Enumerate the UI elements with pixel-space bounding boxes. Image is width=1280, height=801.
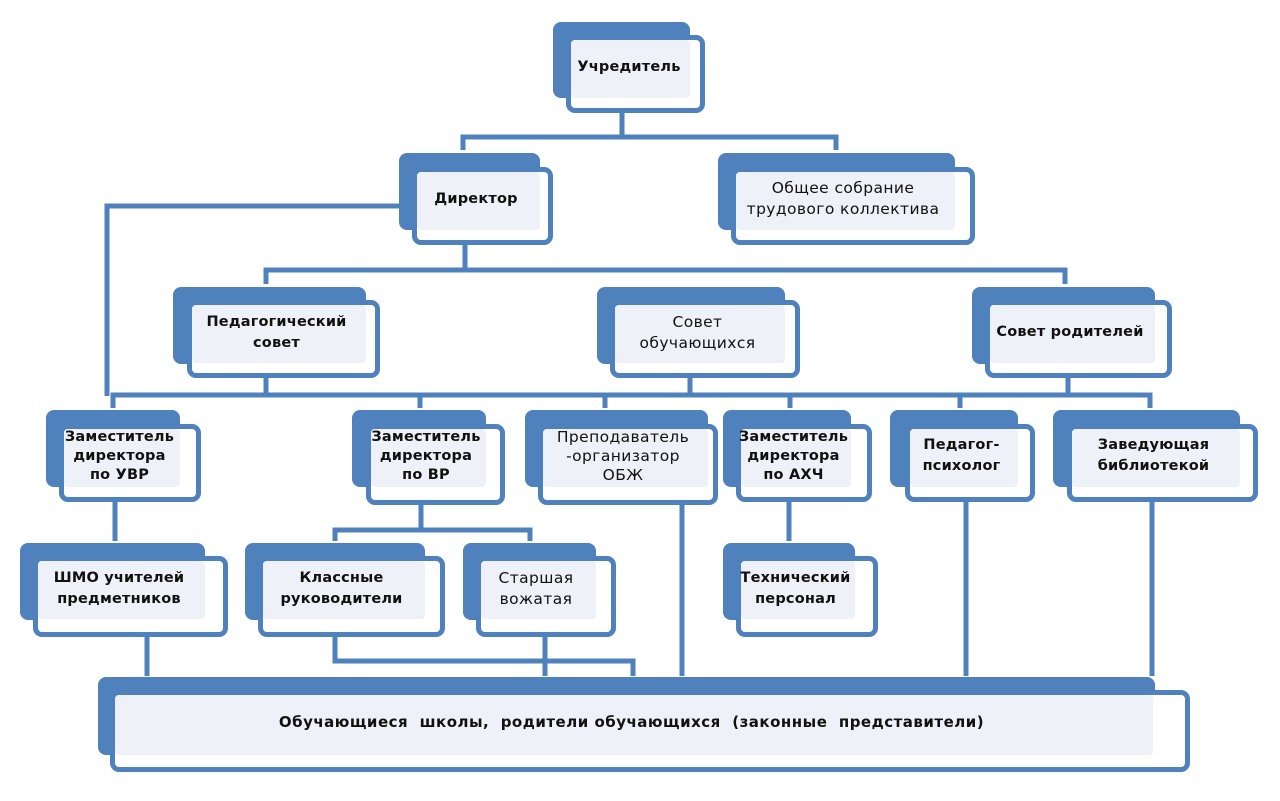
- node-director-label: Директор: [434, 190, 518, 207]
- node-librarian-line-1: Заведующая: [1097, 437, 1210, 453]
- connector-vr-to-level5: [332, 505, 533, 541]
- node-general-meeting-line-2: трудового коллектива: [746, 200, 940, 218]
- node-technical-staff-line-2: персонал: [755, 590, 836, 607]
- node-technical-staff-line-1: Технический: [740, 569, 851, 586]
- node-student-council-line-1: Совет: [672, 312, 723, 331]
- node-pedagogical-council-line-2: совет: [253, 334, 300, 351]
- connector-founder-to-level2: [460, 113, 839, 150]
- node-parent-council-label: Совет родителей: [996, 324, 1144, 340]
- node-deputy-uvr-line-1: Заместитель: [64, 428, 175, 445]
- node-obzh-teacher-line-2: -организатор: [566, 446, 680, 465]
- node-student-council-line-2: обучающихся: [639, 333, 756, 352]
- node-deputy-vr-line-3: по ВР: [402, 466, 450, 483]
- node-shmo-line-1: ШМО учителей: [53, 569, 185, 586]
- node-pedagogical-council-line-1: Педагогический: [206, 313, 347, 330]
- node-general-meeting-line-1: Общее собрание: [771, 179, 915, 197]
- connector-level5-to-bottom: [332, 637, 636, 676]
- node-deputy-uvr-line-2: директора: [73, 447, 166, 464]
- connector-director-to-level3: [263, 245, 1068, 284]
- node-deputy-ahch-line-3: по АХЧ: [763, 466, 824, 483]
- node-deputy-vr-line-1: Заместитель: [371, 428, 481, 445]
- node-class-teachers-line-1: Классные: [299, 569, 384, 586]
- node-deputy-ahch-line-2: директора: [747, 447, 840, 464]
- node-psychologist-line-2: психолог: [922, 458, 1001, 474]
- node-deputy-ahch-line-1: Заместитель: [738, 428, 849, 445]
- connector-councils-to-level4: [110, 378, 1153, 408]
- node-psychologist-line-1: Педагог-: [923, 437, 1000, 453]
- node-shmo-line-2: предметников: [57, 590, 181, 607]
- node-class-teachers-line-2: руководители: [280, 590, 403, 607]
- node-deputy-uvr-line-3: по УВР: [89, 466, 150, 483]
- node-obzh-teacher-line-3: ОБЖ: [602, 465, 644, 484]
- node-founder-label: Учредитель: [577, 59, 681, 75]
- node-librarian-line-2: библиотекой: [1097, 458, 1210, 474]
- node-obzh-teacher-line-1: Преподаватель: [556, 427, 690, 446]
- node-senior-counselor-line-2: вожатая: [499, 589, 573, 608]
- connector-director-to-left-rail: [104, 203, 399, 396]
- node-deputy-vr-line-2: директора: [379, 447, 473, 464]
- node-senior-counselor-line-1: Старшая: [498, 568, 574, 587]
- node-students-parents-label: Обучающиеся школы, родители обучающихся …: [278, 713, 985, 731]
